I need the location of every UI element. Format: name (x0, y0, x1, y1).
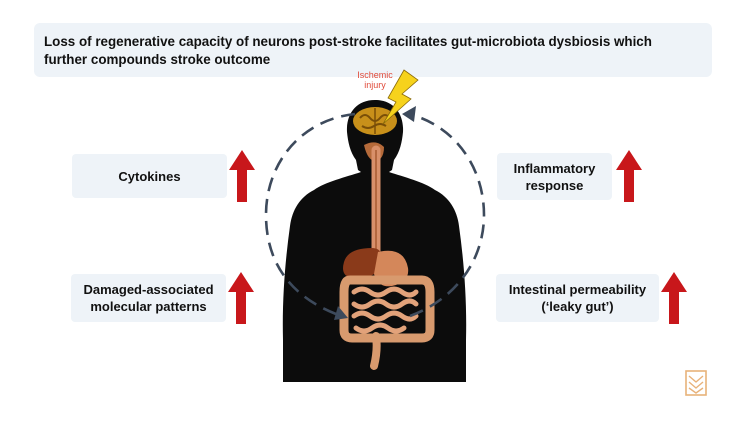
damps-label-line-1: Damaged-associated (83, 282, 214, 297)
intestinal-permeability-box: Intestinal permeability (‘leaky gut’) (496, 274, 659, 322)
lightning-bolt-icon (382, 69, 419, 125)
ischemic-line-2: injury (364, 80, 386, 90)
permeability-label-line-2: (‘leaky gut’) (541, 299, 614, 314)
permeability-up-arrow-icon (661, 272, 687, 324)
brain-icon (353, 107, 397, 135)
cycle-arrows (264, 106, 486, 320)
damps-label-line-2: molecular patterns (90, 299, 207, 314)
inflammatory-up-arrow-icon (616, 150, 642, 202)
title-line-2: further compounds stroke outcome (44, 52, 271, 67)
ischemic-line-1: Ischemic (357, 70, 393, 80)
inflammatory-label-line-1: Inflammatory (513, 160, 596, 176)
damps-up-arrow-icon (228, 272, 254, 324)
digestive-system (339, 248, 435, 370)
cytokines-up-arrow-icon (229, 150, 255, 202)
title-line-1: Loss of regenerative capacity of neurons… (44, 34, 652, 49)
inflammatory-label-line-2: response (525, 177, 584, 193)
cytokines-label: Cytokines (118, 168, 181, 184)
cytokines-box: Cytokines (72, 154, 227, 198)
inflammatory-response-box: Inflammatory response (497, 153, 612, 200)
permeability-label-line-1: Intestinal permeability (508, 282, 647, 297)
watermark-logo-icon (685, 370, 707, 396)
damps-box: Damaged-associated molecular patterns (71, 274, 226, 322)
ischemic-injury-label: Ischemic injury (352, 70, 398, 90)
title-box: Loss of regenerative capacity of neurons… (34, 23, 712, 77)
